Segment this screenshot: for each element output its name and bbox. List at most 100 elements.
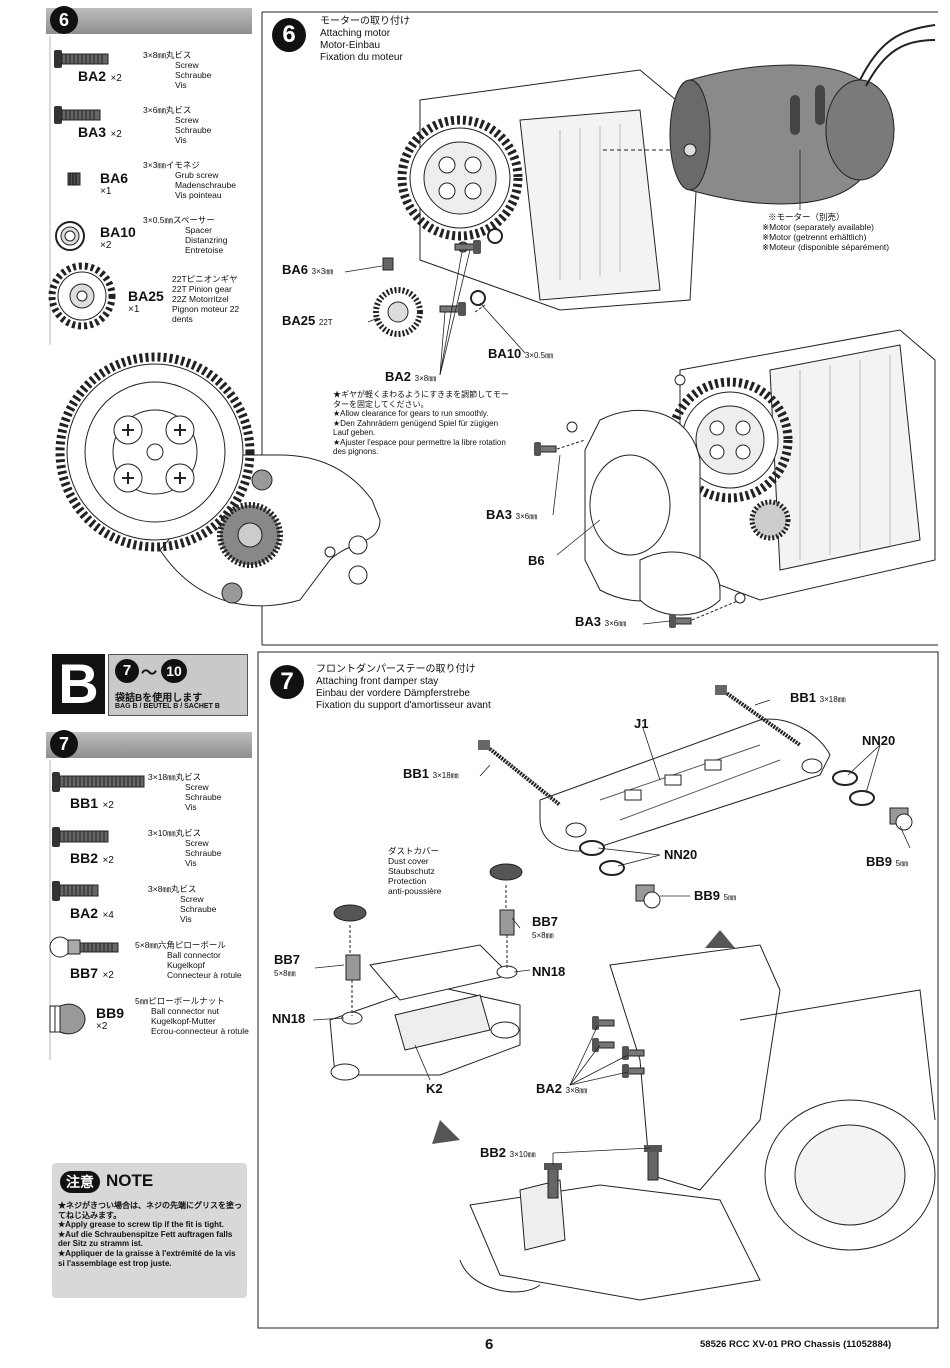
desc-en: Screw [185, 782, 209, 792]
desc-fr: Vis [175, 135, 187, 145]
ba10-spacer-icon [55, 221, 85, 251]
callout-ba10: BA10 3×0.5㎜ [488, 346, 553, 361]
part-description-ba2: 3×8㎜丸ビス Screw Schraube Vis [143, 50, 211, 90]
desc-en: Ball connector [167, 950, 221, 960]
title-de: Einbau der vordere Dämpferstrebe [316, 688, 470, 699]
desc-de: Madenschraube [175, 180, 236, 190]
desc-fr: Vis [185, 858, 197, 868]
parts-list-item-ba3: BA3 ×2 [78, 124, 122, 142]
pinion-assembly-illustration [373, 228, 503, 337]
bb7-ball-connector-icon [49, 936, 119, 958]
parts-list-item-ba2: BA2 ×2 [78, 68, 122, 86]
parts-list-item-ba6: BA6 ×1 [100, 170, 128, 197]
part-description-bb2: 3×10㎜丸ビス Screw Schraube Vis [148, 828, 221, 868]
callout-ba3-lower: BA3 3×6㎜ [575, 614, 626, 629]
desc-jp: 3×10㎜丸ビス [148, 828, 202, 838]
part-description-ba3: 3×6㎜丸ビス Screw Schraube Vis [143, 105, 211, 145]
desc-fr: Pignon moteur 22 dents [172, 304, 240, 324]
desc-fr: Vis pointeau [175, 190, 222, 200]
note-badge: 注意 [60, 1171, 100, 1193]
step6-leader-lines [344, 249, 671, 625]
callout-size: 22T [318, 318, 333, 327]
callout-code: BA3 [575, 614, 602, 629]
part-description-ba6: 3×3㎜イモネジ Grub screw Madenschraube Vis po… [143, 160, 236, 200]
desc-jp: 5㎜ピローボールナット [135, 996, 225, 1006]
callout-nn20-right: NN20 [862, 733, 896, 748]
bb1-screw-icon [52, 772, 145, 792]
callout-ba2-step7: BA2 3×8㎜ [536, 1081, 587, 1096]
part-code: BA25 [128, 288, 164, 304]
part-description-bb1: 3×18㎜丸ビス Screw Schraube Vis [148, 772, 221, 812]
desc-fr: Connecteur à rotule [167, 970, 242, 980]
callout-size: 5㎜ [895, 859, 909, 868]
desc-de: Kugelkopf [167, 960, 205, 970]
dust-cover-fr-2: anti-poussière [388, 886, 442, 896]
bag-letter-badge: B [52, 654, 105, 714]
motor-sold-separately-note: ※モーター（別売） ※Motor (separately available) … [762, 212, 889, 252]
desc-de: Schraube [180, 904, 217, 914]
callout-code: BA3 [486, 507, 513, 522]
desc-fr: Vis [185, 802, 197, 812]
callout-size: 3×6㎜ [515, 512, 538, 521]
part-description-ba2-step7: 3×8㎜丸ビス Screw Schraube Vis [148, 884, 216, 924]
callout-size: 3×10㎜ [509, 1150, 536, 1159]
callout-nn18-right: NN18 [532, 964, 566, 979]
dust-cover-fr-1: Protection [388, 876, 427, 886]
gear-clearance-note: ★ギヤが軽くまわるようにすきまを調節してモーターを固定してください。 ★Allo… [333, 390, 513, 457]
desc-jp: 3×6㎜丸ビス [143, 105, 192, 115]
parts-list-item-ba10: BA10 ×2 [100, 224, 136, 251]
note-fr: ※Moteur (disponible séparément) [762, 242, 890, 252]
desc-jp: 22Tピニオンギヤ [172, 274, 238, 284]
ba25-pinion-gear-icon [48, 262, 116, 330]
part-code: BA2 [70, 905, 99, 921]
desc-en: Screw [175, 60, 199, 70]
step7-leader-lines [312, 699, 911, 1165]
part-code: BB9 [96, 1005, 125, 1021]
callout-code: BB1 [790, 690, 817, 705]
note-fr: ★Appliquer de la graisse à l'extrémité d… [58, 1248, 236, 1268]
part-code: BB2 [70, 850, 99, 866]
step6-title: モーターの取り付け Attaching motor Motor-Einbau F… [320, 16, 410, 64]
page-number: 6 [485, 1336, 494, 1353]
note-en: ※Motor (separately available) [762, 222, 875, 232]
callout-ba3-upper: BA3 3×6㎜ [486, 507, 537, 522]
gearbox-lower-illustration [534, 329, 936, 628]
title-en: Attaching motor [320, 28, 391, 39]
parts-list-item-ba2-step7: BA2 ×4 [70, 905, 114, 923]
note-text: ★ネジがきつい場合は、ネジの先端にグリスを塗ってねじ込みます。 ★Apply g… [58, 1201, 243, 1268]
spur-gear-detail-illustration [55, 352, 381, 607]
part-description-bb7: 5×8㎜六角ピローボール Ball connector Kugelkopf Co… [135, 940, 242, 980]
callout-nn18-left: NN18 [272, 1011, 306, 1026]
desc-en: Screw [180, 894, 204, 904]
desc-fr: Ecrou-connecteur à rotule [151, 1026, 249, 1036]
callout-j1: J1 [634, 716, 649, 731]
part-description-ba25: 22Tピニオンギヤ 22T Pinion gear 22Z Motorritze… [172, 274, 262, 324]
part-code: BA10 [100, 224, 136, 240]
desc-de: 22Z Motorritzel [172, 294, 229, 304]
callout-size: 3×6㎜ [604, 619, 627, 628]
callout-ba6: BA6 3×3㎜ [282, 262, 333, 277]
desc-en: 22T Pinion gear [172, 284, 232, 294]
part-code: BB1 [70, 795, 99, 811]
parts-list-item-ba25: BA25 ×1 [128, 288, 164, 315]
desc-de: Kugelkopf-Mutter [151, 1016, 216, 1026]
callout-size: 3×3㎜ [311, 267, 334, 276]
part-qty: ×2 [110, 129, 122, 140]
desc-fr: Vis [175, 80, 187, 90]
callout-code: BB7 [532, 914, 559, 929]
note-jp: ★ギヤが軽くまわるようにすきまを調節してモーターを固定してください。 [333, 390, 509, 409]
step7-parts-header-bar [46, 732, 252, 758]
callout-bb2: BB2 3×10㎜ [480, 1145, 536, 1160]
part-qty: ×1 [100, 186, 112, 197]
part-qty: ×2 [102, 800, 114, 811]
callout-code: BB2 [480, 1145, 507, 1160]
part-code: BB7 [70, 965, 99, 981]
callout-ba25: BA25 22T [282, 313, 333, 328]
desc-jp: 3×3㎜イモネジ [143, 160, 200, 170]
desc-de: Schraube [175, 125, 212, 135]
callout-size: 5×8㎜ [532, 931, 554, 940]
callout-bb9-left: BB9 5㎜ [694, 888, 736, 903]
part-qty: ×4 [102, 910, 114, 921]
bag-range-to-badge: 10 [161, 659, 187, 683]
